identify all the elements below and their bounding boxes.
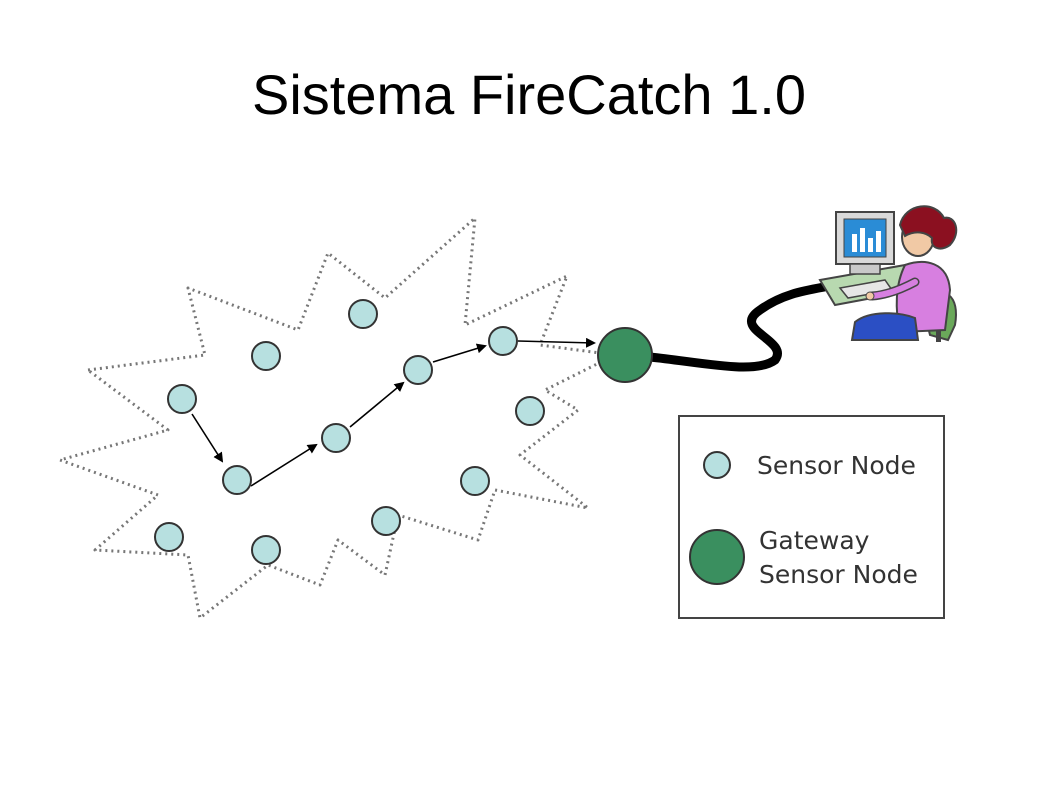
sensor-nodes (154, 299, 545, 565)
route-arrow (432, 343, 487, 363)
sensor-node (403, 355, 433, 385)
legend-sensor-label: Sensor Node (757, 451, 916, 480)
legend-gateway-label-line2: Sensor Node (759, 560, 918, 589)
sensor-node (222, 465, 252, 495)
sensor-node (488, 326, 518, 356)
sensor-node (460, 466, 490, 496)
computer-operator-icon (818, 205, 958, 342)
legend: Sensor Node Gateway Sensor Node (678, 415, 945, 619)
legend-box (678, 415, 945, 619)
sensor-node (251, 341, 281, 371)
gateway-sensor-node (597, 327, 653, 383)
sensor-node (251, 535, 281, 565)
routing-path (191, 337, 596, 487)
route-arrow (349, 381, 405, 428)
sensor-node (515, 396, 545, 426)
legend-gateway-swatch (689, 529, 745, 585)
legend-sensor-swatch (703, 451, 731, 479)
page-title: Sistema FireCatch 1.0 (252, 63, 806, 126)
gateway-cable (645, 280, 840, 372)
sensor-node (154, 522, 184, 552)
sensor-node (167, 384, 197, 414)
sensor-node (371, 506, 401, 536)
route-arrow (517, 337, 596, 348)
legend-gateway-label-line1: Gateway (759, 526, 870, 555)
sensor-node (321, 423, 351, 453)
sensor-node (348, 299, 378, 329)
route-arrow (191, 413, 224, 463)
route-arrow (250, 443, 318, 487)
